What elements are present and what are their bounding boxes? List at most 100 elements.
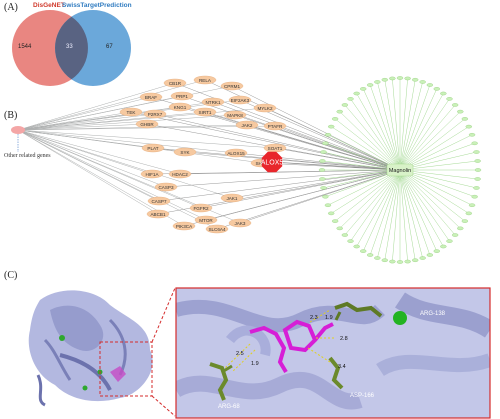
target-node (468, 133, 476, 137)
target-node (341, 233, 348, 237)
target-edge (384, 79, 401, 171)
venn-right-count: 67 (106, 44, 113, 50)
target-node (419, 256, 426, 260)
target-edge (399, 169, 437, 252)
zoom-connector-bottom (151, 395, 176, 417)
gene-node (223, 110, 247, 120)
gene-node (163, 78, 187, 88)
gene-node (263, 121, 287, 131)
target-node (433, 87, 440, 91)
gene-node (201, 97, 225, 107)
zoom-region-box (99, 341, 153, 397)
gene-label: NTRK1 (205, 100, 221, 105)
target-node (374, 80, 381, 84)
network-edge (235, 152, 401, 171)
network-edge (174, 82, 401, 171)
gene-label: JAK1 (227, 196, 238, 201)
center-gene-label: ALOX5 (261, 160, 284, 167)
target-edge (335, 118, 401, 171)
target-edge (369, 84, 401, 171)
network-edge (231, 169, 401, 199)
target-edge (335, 169, 401, 222)
target-node (471, 194, 478, 199)
network-edge (17, 96, 152, 131)
gene-label: FGFR2 (193, 206, 209, 211)
target-edge (399, 169, 450, 242)
target-node (404, 76, 411, 81)
network-edge (264, 107, 401, 171)
network-edge (17, 111, 132, 131)
gene-node (189, 203, 213, 213)
gene-label: SLC6A4 (208, 227, 226, 232)
target-node (446, 239, 453, 243)
network-edge (179, 106, 401, 171)
compound-node (386, 163, 414, 177)
target-edge (399, 118, 465, 171)
target-node (457, 226, 464, 231)
target-node (322, 194, 329, 199)
distance-label: 2.3 (310, 315, 318, 321)
target-node (328, 124, 335, 129)
target-edge (399, 169, 431, 256)
target-node (426, 253, 433, 257)
panel-c-label: (C) (4, 270, 18, 281)
gene-node (154, 182, 178, 192)
target-edge (363, 88, 401, 171)
gene-node (235, 120, 259, 130)
residue-label-asp166: ASP-166 (350, 393, 375, 399)
venn-left-count: 1544 (18, 44, 32, 50)
target-edge (399, 169, 461, 229)
target-node (319, 177, 326, 181)
target-node (457, 109, 464, 114)
gene-label: SIRT1 (199, 110, 212, 115)
gene-node (228, 218, 252, 228)
target-node (471, 141, 478, 146)
gene-node (193, 107, 217, 117)
distance-label: 1.9 (325, 315, 333, 321)
target-node (336, 109, 343, 114)
target-node (360, 87, 367, 91)
target-node (452, 103, 459, 107)
target-edge (350, 169, 401, 242)
gene-node (147, 196, 171, 206)
target-node (468, 203, 476, 207)
network-edge (17, 129, 207, 221)
network-edge (17, 123, 148, 131)
network-edge (17, 114, 236, 131)
target-node (389, 259, 396, 264)
target-node (328, 211, 335, 216)
target-node (452, 233, 459, 237)
target-edge (399, 169, 469, 214)
target-node (353, 91, 360, 96)
gene-node (141, 143, 165, 153)
target-edge (399, 169, 444, 247)
target-node (319, 159, 326, 163)
gene-node (135, 119, 159, 129)
gene-label: CASP3 (158, 185, 174, 190)
target-node (360, 249, 367, 253)
network-edge (17, 95, 183, 131)
target-edge (339, 111, 401, 171)
target-node (347, 97, 354, 101)
network-edge (17, 129, 218, 230)
network-edge (17, 129, 276, 149)
venn-overlap-region (55, 16, 88, 80)
network-edge (274, 147, 401, 171)
network-edge (17, 129, 263, 164)
target-node (374, 256, 381, 260)
gene-label: CPRM1 (224, 84, 241, 89)
target-edge (356, 93, 401, 171)
network-edge (165, 169, 401, 188)
target-node (474, 168, 482, 172)
target-edge (399, 111, 461, 171)
zoom-detail (176, 288, 490, 418)
residue-label-arg68: ARG-68 (218, 404, 240, 410)
target-node (320, 186, 327, 190)
target-node (461, 117, 469, 121)
gene-node (194, 215, 218, 225)
gene-label: HDAC2 (172, 172, 188, 177)
distance-label: 2.8 (340, 336, 348, 342)
target-node (473, 150, 480, 154)
network-edge (17, 129, 237, 154)
